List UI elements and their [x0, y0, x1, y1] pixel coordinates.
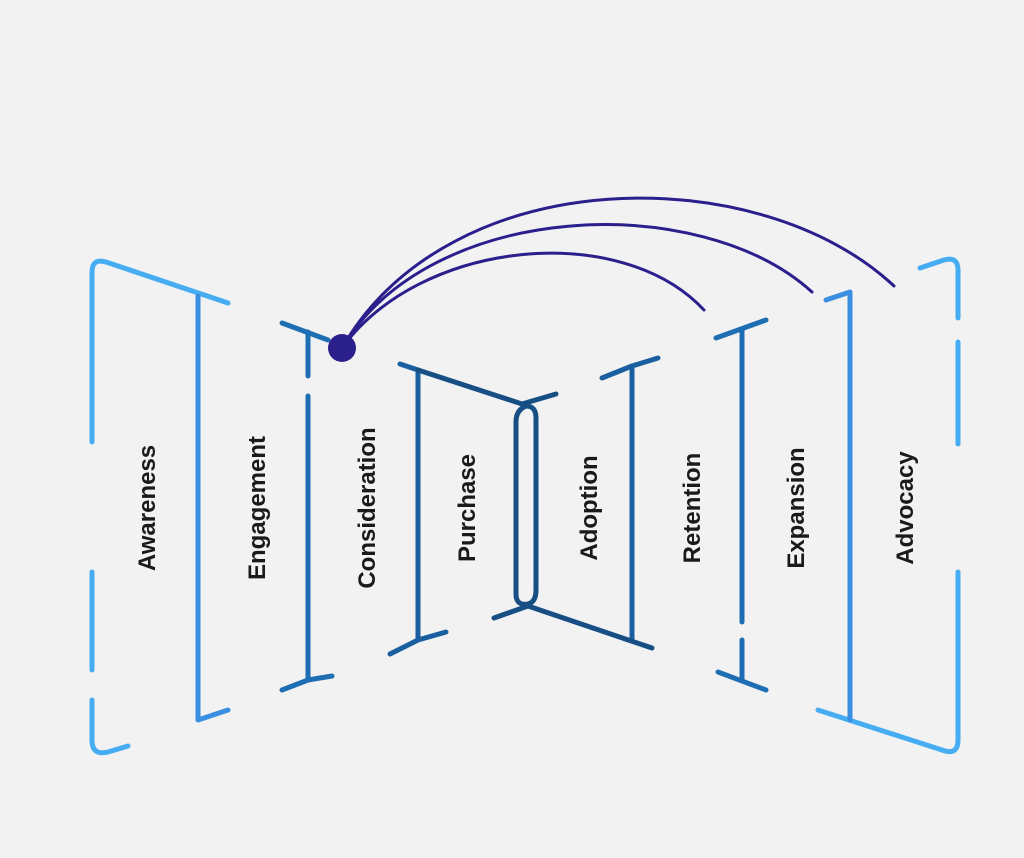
frame-third-left-lower: [279, 393, 311, 693]
frame-outer-right-top: [917, 256, 961, 321]
frame-third-right-foot: [715, 669, 769, 693]
frame-second-left: [195, 293, 231, 723]
center-bottom-right: [525, 603, 655, 651]
frame-second: [195, 289, 853, 723]
journey-arcs: [340, 196, 896, 350]
center-pillar: [513, 403, 539, 607]
frame-fourth-right: [599, 363, 635, 643]
frame-outer-left-bottom: [89, 697, 131, 756]
center-top-left: [415, 367, 525, 407]
stage-label-awareness: Awareness: [134, 445, 161, 571]
frame-outer: [89, 256, 961, 756]
arc-to-expansion: [340, 223, 814, 350]
stage-label-adoption: Adoption: [576, 455, 603, 560]
stage-labels: Awareness Engagement Consideration Purch…: [134, 427, 919, 588]
stage-label-advocacy: Advocacy: [892, 451, 919, 565]
frame-fourth: [387, 355, 661, 657]
arc-origin-dot: [328, 334, 356, 362]
stage-label-consideration: Consideration: [354, 427, 381, 588]
frame-fourth-left-foot: [415, 629, 449, 643]
center-bottom-left: [491, 603, 531, 621]
frame-third-left-foot: [305, 673, 335, 683]
frame-center: [415, 367, 655, 651]
stage-label-expansion: Expansion: [783, 447, 810, 568]
center-top-right: [519, 391, 559, 407]
frame-third: [279, 317, 769, 693]
stage-label-engagement: Engagement: [244, 436, 271, 580]
arc-to-retention: [340, 251, 706, 350]
stage-label-retention: Retention: [679, 453, 706, 564]
arc-to-advocacy: [340, 196, 896, 350]
frame-outer-right-bottom: [815, 569, 961, 755]
frame-second-right: [823, 289, 853, 723]
frame-outer-left-top: [89, 258, 231, 445]
frame-fourth-right-top: [629, 355, 661, 369]
stage-label-purchase: Purchase: [454, 454, 481, 562]
frame-third-left-top: [279, 320, 331, 343]
frame-fourth-left: [387, 361, 421, 657]
